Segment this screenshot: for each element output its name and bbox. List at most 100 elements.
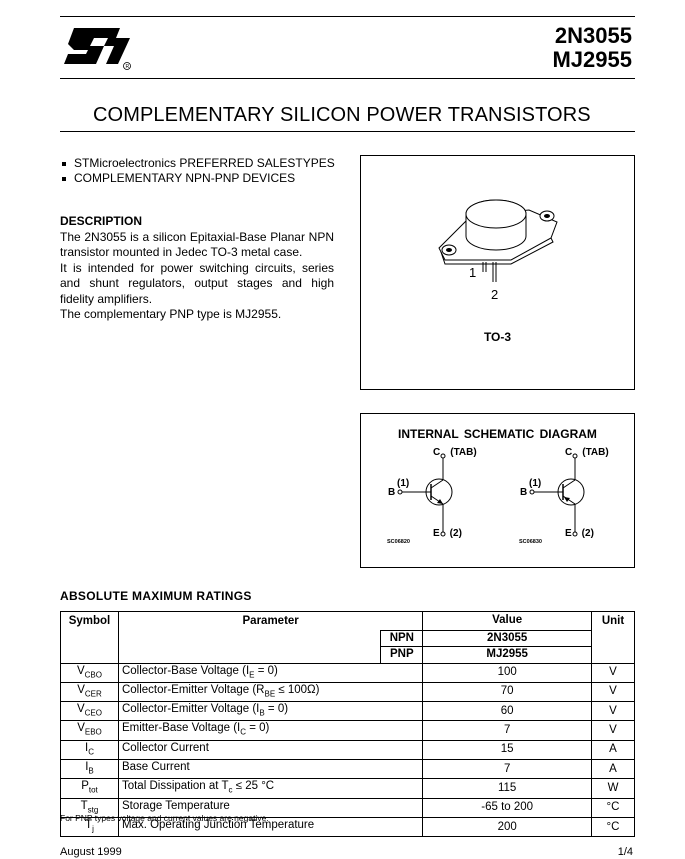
- pnp-transistor-icon: [529, 453, 585, 537]
- parameter-cell: Emitter-Base Voltage (IC = 0): [117, 720, 424, 741]
- value-cell: 100: [422, 662, 592, 683]
- symbol-sub: C: [88, 746, 94, 756]
- symbol-cell: Tstg: [60, 797, 119, 818]
- symbol-main: V: [77, 722, 85, 735]
- unit-cell: A: [591, 739, 635, 760]
- value-cell: 200: [422, 816, 592, 838]
- unit-cell: °C: [591, 797, 635, 818]
- npn-code: SC06820: [387, 539, 410, 545]
- description-paragraph: The complementary PNP type is MJ2955.: [60, 307, 282, 321]
- parameter-sub: BE: [264, 689, 276, 699]
- pin2-label: 2: [491, 287, 499, 302]
- symbol-main: I: [84, 741, 89, 754]
- symbol-sub: j: [92, 824, 94, 834]
- symbol-cell: VEBO: [60, 720, 119, 741]
- parameter-text: Collector-Base Voltage (I: [121, 664, 250, 677]
- parameter-cell: Max. Operating Junction Temperature: [117, 816, 424, 838]
- page-number: 1/4: [617, 846, 633, 858]
- description-paragraph: It is intended for power switching circu…: [60, 260, 334, 306]
- st-logo: R: [60, 24, 140, 74]
- parameter-cell: Collector Current: [117, 739, 424, 760]
- value-cell: 15: [422, 739, 592, 760]
- c-label: C: [565, 447, 573, 458]
- parameter-tail: ≤ 100Ω): [275, 683, 320, 696]
- parameter-tail: = 0): [254, 664, 278, 677]
- ratings-table: Symbol Parameter Value Unit NPN 2N3055 P…: [60, 611, 635, 838]
- parameter-tail: = 0): [246, 722, 270, 735]
- parameter-text: Storage Temperature: [121, 799, 230, 812]
- to3-package-icon: [438, 199, 558, 282]
- parameter-sub: c: [228, 785, 233, 795]
- symbol-cell: Ptot: [60, 778, 119, 799]
- tab-label: (TAB): [450, 447, 477, 458]
- description-paragraph: The 2N3055 is a silicon Epitaxial-Base P…: [60, 229, 334, 260]
- pin1-label: 1: [469, 265, 477, 280]
- value-cell: -65 to 200: [422, 797, 592, 818]
- svg-text:R: R: [126, 64, 130, 70]
- value-cell: 115: [422, 778, 592, 799]
- symbol-main: P: [81, 780, 89, 793]
- value-cell: 7: [422, 720, 592, 741]
- pnp-code: SC06830: [519, 539, 542, 545]
- schematic-title: INTERNAL SCHEMATIC DIAGRAM: [398, 427, 597, 441]
- parameter-text: Collector-Emitter Voltage (R: [121, 683, 265, 696]
- npn-e-label: E (2): [433, 528, 462, 539]
- package-label: TO-3: [483, 330, 512, 344]
- package-box: 1 2 TO-3: [360, 155, 635, 390]
- footer-date: August 1999: [60, 846, 122, 858]
- symbol-sub: CEO: [84, 708, 102, 718]
- value-cell: 70: [422, 681, 592, 703]
- e-pin: (2): [449, 528, 462, 539]
- symbol-main: V: [76, 703, 85, 716]
- e-label: E: [565, 528, 572, 539]
- parameter-tail: = 0): [264, 703, 289, 716]
- symbol-main: V: [77, 683, 85, 696]
- tab-label: (TAB): [582, 447, 609, 458]
- npn-b-label: B: [388, 487, 396, 498]
- parameter-cell: Collector-Emitter Voltage (IB = 0): [117, 701, 424, 722]
- symbol-sub: EBO: [84, 727, 102, 737]
- title-rule: [60, 131, 635, 132]
- e-pin: (2): [581, 528, 594, 539]
- symbol-cell: IB: [60, 758, 119, 780]
- parameter-sub: B: [259, 708, 265, 718]
- unit-cell: V: [591, 720, 635, 741]
- pnp-label: PNP: [380, 646, 424, 664]
- page-title: COMPLEMENTARY SILICON POWER TRANSISTORS: [93, 104, 591, 126]
- pnp-c-label: C (TAB): [565, 447, 609, 458]
- description-heading: DESCRIPTION: [60, 214, 143, 228]
- parameter-tail: ≤ 25 °C: [232, 780, 275, 793]
- symbol-cell: VCER: [60, 681, 119, 703]
- part-number-npn: 2N3055: [554, 23, 632, 48]
- npn-b-pin: (1): [397, 478, 410, 489]
- symbol-main: I: [85, 760, 89, 773]
- value-cell: 7: [422, 758, 592, 780]
- parameter-text: Collector Current: [121, 741, 209, 754]
- header-rule: [60, 78, 635, 79]
- parameter-cell: Collector-Base Voltage (IE = 0): [117, 662, 424, 683]
- e-label: E: [433, 528, 440, 539]
- symbol-main: T: [80, 799, 88, 812]
- symbol-sub: B: [88, 766, 94, 776]
- ratings-title: ABSOLUTE MAXIMUM RATINGS: [60, 589, 252, 603]
- npn-transistor-icon: [397, 453, 453, 537]
- part-number-pnp: MJ2955: [552, 47, 632, 72]
- description: DESCRIPTION The 2N3055 is a silicon Epit…: [60, 214, 334, 323]
- symbol-sub: CER: [84, 689, 102, 699]
- header-unit: Unit: [591, 611, 635, 664]
- symbol-sub: tot: [88, 785, 98, 795]
- symbol-cell: VCEO: [60, 701, 119, 722]
- header-value: Value: [422, 611, 592, 631]
- parameter-text: Base Current: [121, 760, 190, 773]
- parameter-text: Max. Operating Junction Temperature: [121, 818, 315, 831]
- unit-cell: °C: [591, 816, 635, 838]
- symbol-sub: CBO: [84, 669, 102, 679]
